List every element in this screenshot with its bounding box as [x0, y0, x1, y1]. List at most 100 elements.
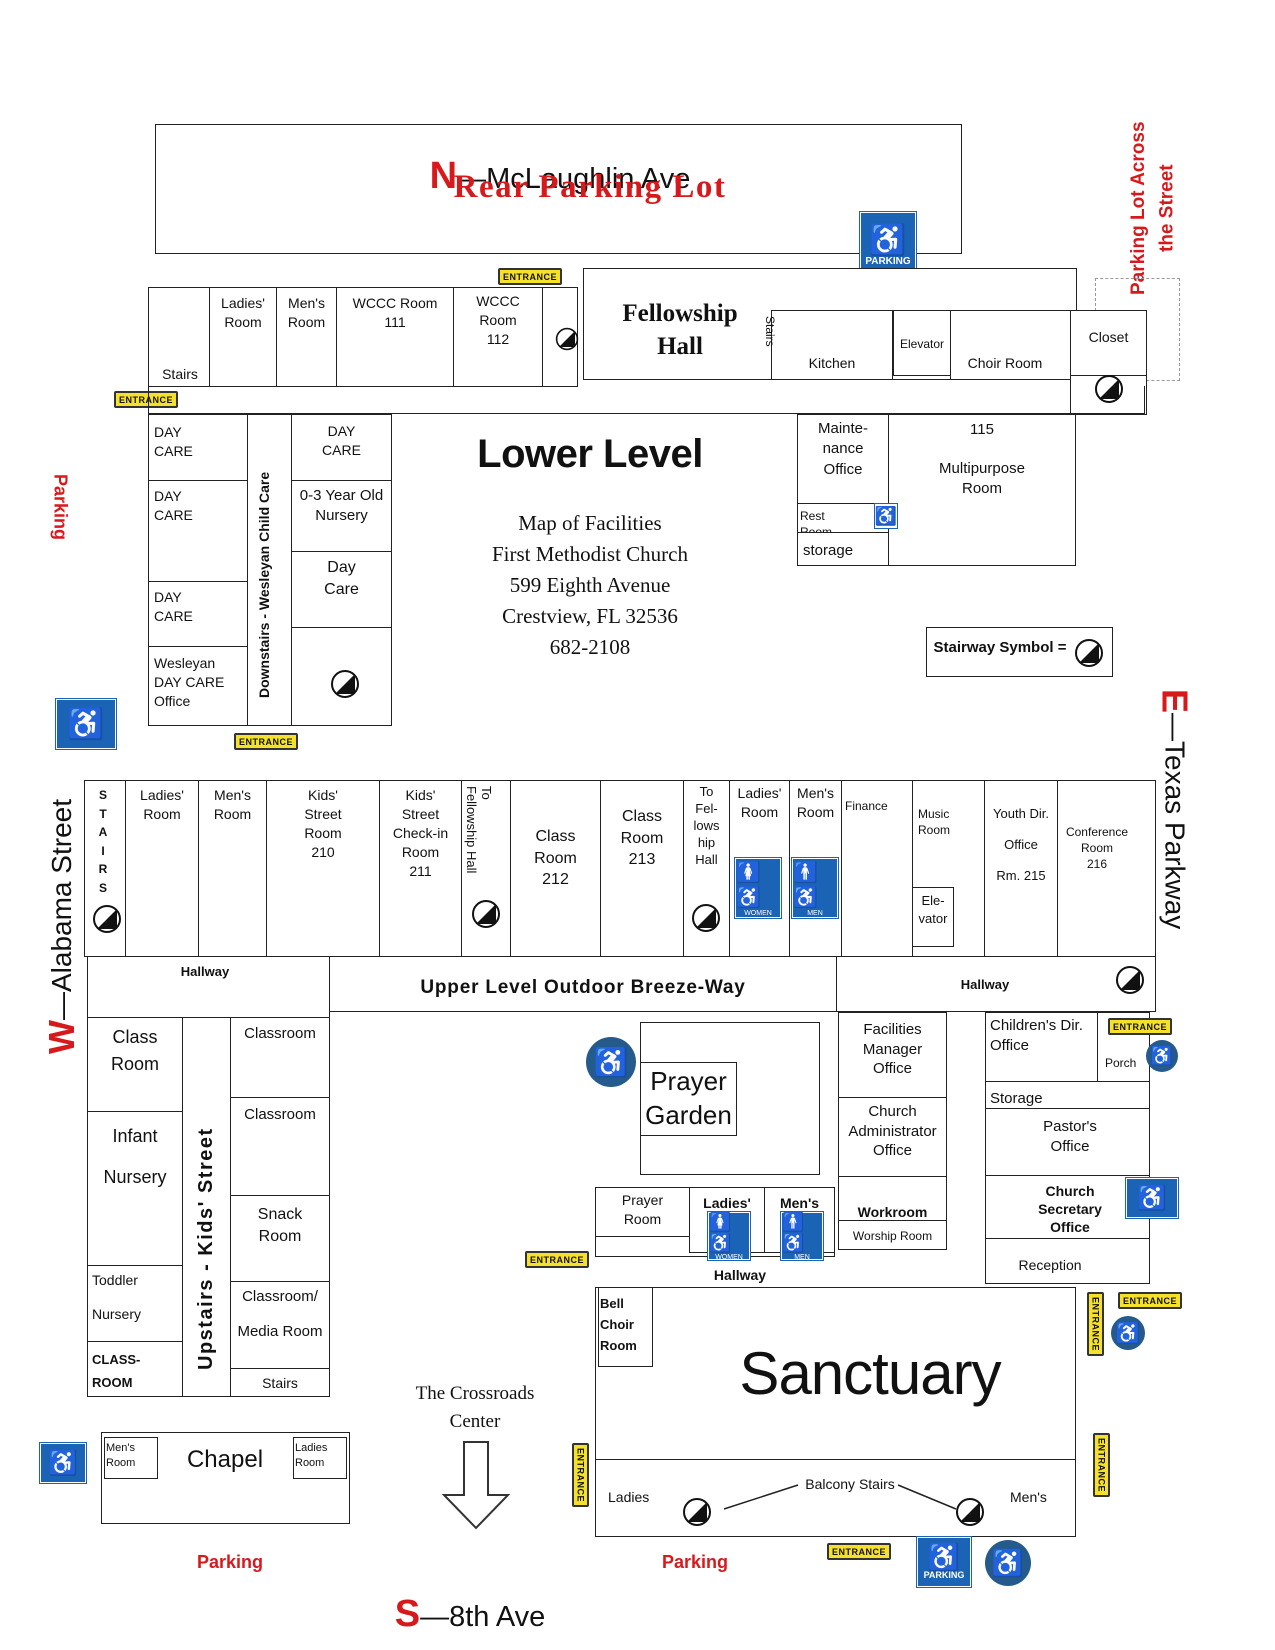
sanctuary: [595, 1287, 1076, 1537]
downstairs-wesleyan-stair: [247, 414, 292, 726]
entrance-marker: ENTRANCE: [827, 1543, 891, 1560]
west-street-label: W—Alabama Street: [41, 798, 82, 1054]
church-administrator-office: [838, 1097, 947, 1177]
entrance-marker: ENTRANCE: [234, 733, 298, 750]
chapel-parking-label: Parking: [196, 1552, 264, 1572]
entrance-marker: ENTRANCE: [525, 1251, 589, 1268]
parking-across-street-label: Parking Lot Across the Street: [1128, 121, 1178, 296]
conference-room-216: [1057, 780, 1156, 957]
stairway-icon: [331, 670, 359, 698]
downstairs-wesleyan-label: Downstairs - Wesleyan Child Care: [256, 471, 272, 698]
sanctuary-ladies-label: Ladies: [608, 1489, 650, 1505]
to-fellowship-hall-label: To Fellowship Hall: [464, 786, 494, 874]
elevator-label: Elevator: [899, 337, 945, 351]
stairway-icon: [956, 1498, 984, 1526]
entrance-marker: ENTRANCE: [1108, 1018, 1172, 1035]
wccc-room-112-label: WCCC Room 112: [476, 293, 520, 347]
church-address: 599 Eighth Avenue: [509, 573, 671, 598]
wccc-room-111-label: WCCC Room 111: [352, 295, 438, 330]
center-ladies-room-label: Ladies': [703, 1195, 751, 1211]
wheelchair-icon: ♿: [67, 707, 105, 741]
rear-parking-lot: [155, 124, 962, 254]
rear-parking-lot-label: Rear Parking Lot: [453, 169, 727, 205]
prayer-garden-label: Prayer Garden: [645, 1066, 732, 1130]
woman-wheelchair-icon: 🚺♿: [709, 1211, 732, 1253]
stairway-icon: [1116, 966, 1144, 994]
fellowship-stairs-label: Stairs: [763, 316, 777, 347]
wesleyan-day-care-office: [148, 646, 248, 726]
wheelchair-icon: ♿: [48, 1449, 78, 1477]
men-restroom-sign: 🚹♿ MEN: [791, 857, 839, 919]
woman-wheelchair-icon: 🚺♿: [736, 861, 761, 909]
church-secretary-office-label: Church Secretary Office: [1038, 1183, 1102, 1236]
man-wheelchair-icon: 🚹♿: [782, 1211, 805, 1253]
lower-storage-label: storage: [803, 542, 854, 559]
handicap-parking-sign-west: ♿: [55, 698, 117, 750]
day-care-room-1-label: DAY CARE: [154, 424, 193, 459]
workroom: [838, 1176, 947, 1221]
west-stairs: [230, 1368, 330, 1397]
west-classroom-1-label: Classroom: [244, 1025, 316, 1042]
upper-stairs-label: S T A I R S: [98, 788, 108, 895]
balcony-stairs-arrows: [723, 1484, 957, 1510]
wheelchair-icon: ♿: [869, 223, 907, 257]
balcony-stairs-label: Balcony Stairs: [805, 1476, 895, 1492]
kitchen-room: [771, 310, 893, 380]
reception-label: Reception: [1018, 1257, 1082, 1273]
multipurpose-room: [888, 414, 1076, 566]
center-mens-room-label: Men's: [779, 1195, 820, 1211]
chapel-mens-room-label: Men's Room: [106, 1442, 136, 1469]
upper-elevator: [912, 887, 954, 947]
upper-elevator-label: Ele- vator: [918, 893, 948, 926]
wccc-room-112: [453, 287, 543, 387]
lower-storage: [797, 532, 889, 566]
toddler-nursery-label: Toddler Nursery: [92, 1272, 142, 1322]
east-storage-label: Storage: [990, 1090, 1043, 1107]
west-stairs-label: Stairs: [262, 1375, 298, 1391]
class-room-212: [510, 780, 601, 957]
class-room-212-label: Class Room 212: [534, 828, 577, 889]
handicap-parking-sign-south: ♿ PARKING: [916, 1536, 972, 1588]
entrance-marker: ENTRANCE: [572, 1443, 589, 1507]
chapel-ladies-room: [293, 1437, 347, 1479]
sanctuary-mens-label: Men's: [1010, 1489, 1047, 1505]
choir-room-label: Choir Room: [967, 355, 1043, 371]
upper-ladies-room: [125, 780, 199, 957]
upstairs-kids-street-label: Upstairs - Kids' Street: [195, 1127, 217, 1370]
multipurpose-room-label: 115 Multipurpose Room: [939, 421, 1025, 497]
handicap-parking-sign-chapel: ♿: [39, 1442, 87, 1484]
entrance-marker: ENTRANCE: [1093, 1433, 1110, 1497]
day-care-room-4-label: DAY CARE: [322, 423, 361, 458]
lower-mens-room-label: Men's Room: [287, 295, 326, 330]
south-street-label: S—8th Ave: [394, 1593, 546, 1636]
entrance-marker: ENTRANCE: [1087, 1292, 1104, 1356]
kids-street-room-211-label: Kids' Street Check-in Room 211: [392, 787, 449, 879]
men-restroom-sign: 🚹♿ MEN: [780, 1211, 824, 1261]
snack-room: [230, 1195, 330, 1282]
entrance-marker: ENTRANCE: [1118, 1292, 1182, 1309]
conference-room-216-label: Conference Room 216: [1065, 825, 1129, 872]
handicap-parking-sign-east: ♿: [1125, 1177, 1179, 1219]
church-administrator-office-label: Church Administrator Office: [848, 1103, 937, 1159]
center-hallway-label: Hallway: [713, 1267, 767, 1283]
north-street-label: N—McLaughlin Ave: [429, 155, 691, 198]
wccc-room-111: [336, 287, 454, 387]
upper-ladies-room-label: Ladies' Room: [140, 787, 184, 822]
east-hallway: [836, 956, 1156, 1012]
toddler-nursery: [87, 1265, 183, 1342]
porch-label: Porch: [1105, 1056, 1137, 1070]
stairway-icon: [1095, 375, 1123, 403]
workroom-label: Workroom: [857, 1204, 928, 1220]
upper-ladies-room-2-label: Ladies' Room: [737, 785, 782, 820]
stairway-icon: [555, 327, 579, 351]
day-care-room-2-label: DAY CARE: [154, 488, 193, 523]
lower-ladies-room: [209, 287, 277, 387]
breezeway: [329, 956, 837, 1012]
to-fellowship-hall-2-label: To Fel- lows hip Hall: [693, 784, 720, 867]
church-secretary-office: [985, 1175, 1150, 1239]
chapel-label: Chapel: [186, 1446, 264, 1473]
facilities-manager-office: [838, 1012, 947, 1098]
childrens-director-office: [985, 1012, 1098, 1082]
women-restroom-sign: 🚺♿ WOMEN: [734, 857, 782, 919]
man-wheelchair-icon: 🚹♿: [793, 861, 818, 909]
